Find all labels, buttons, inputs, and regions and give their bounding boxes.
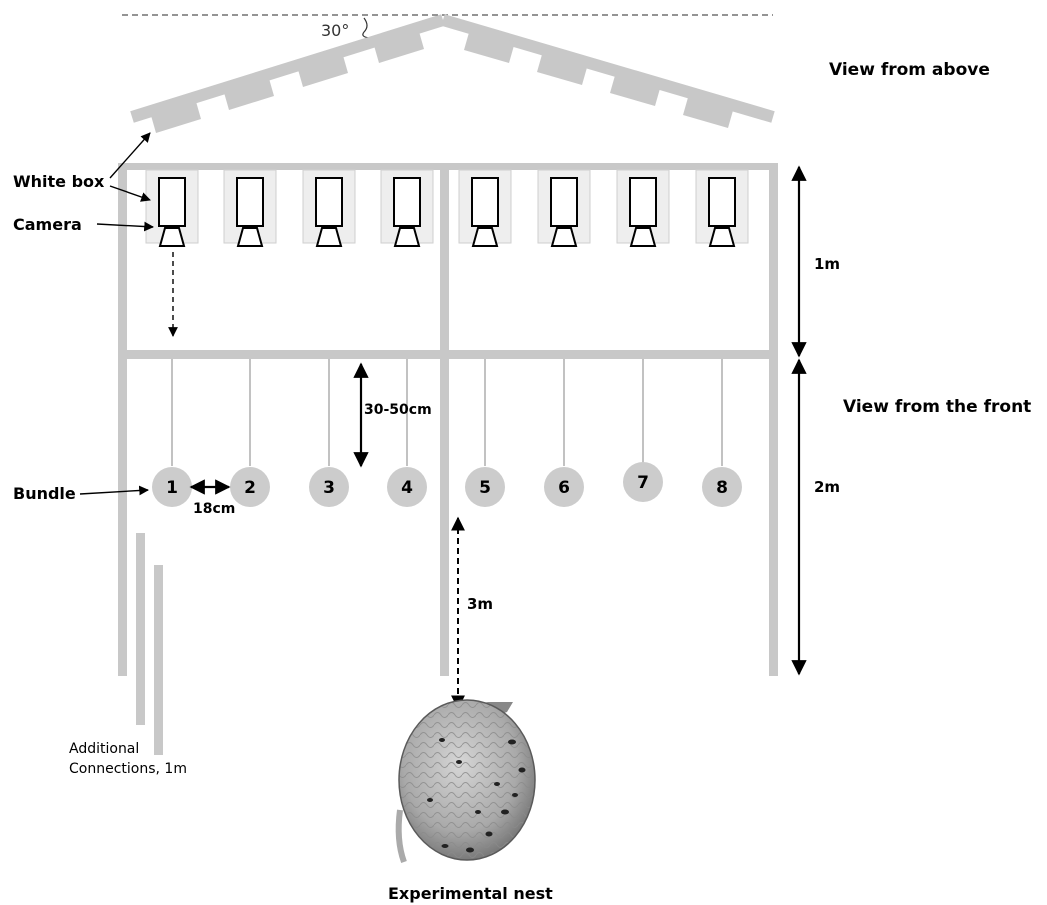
camera-lens-icon [710, 228, 734, 246]
bundle-pointer [80, 490, 148, 494]
camera-unit-2 [224, 170, 276, 246]
bundle-number-5: 5 [479, 478, 491, 498]
additional-label-line1: Additional [69, 741, 139, 757]
camera-body [472, 178, 498, 226]
bundle-number-8: 8 [716, 478, 728, 498]
view-above-label: View from above [829, 60, 990, 80]
nest-label: Experimental nest [388, 884, 553, 903]
bundle-number-6: 6 [558, 478, 570, 498]
camera-unit-4 [381, 170, 433, 246]
additional-label-line2: Connections, 1m [69, 761, 187, 777]
camera-unit-7 [617, 170, 669, 246]
bundle-number-3: 3 [323, 478, 335, 498]
angle-label: 30° [321, 21, 349, 40]
camera-unit-1 [146, 170, 198, 246]
angle-tilde [363, 18, 370, 38]
height-bottom-label: 2m [814, 478, 840, 496]
roof [132, 20, 773, 133]
bundle-number-1: 1 [166, 478, 178, 498]
camera-body [394, 178, 420, 226]
camera-unit-8 [696, 170, 748, 246]
nest-distance-label: 3m [467, 595, 493, 613]
bundle-number-7: 7 [637, 473, 649, 493]
camera-lens-icon [473, 228, 497, 246]
bundle-number-2: 2 [244, 478, 256, 498]
camera-body [551, 178, 577, 226]
bundle-number-4: 4 [401, 478, 413, 498]
camera-body [709, 178, 735, 226]
camera-lens-icon [317, 228, 341, 246]
white-box-label: White box [13, 172, 104, 191]
camera-lens-icon [631, 228, 655, 246]
camera-lens-icon [552, 228, 576, 246]
camera-lens-icon [160, 228, 184, 246]
height-top-label: 1m [814, 255, 840, 273]
camera-label: Camera [13, 215, 82, 234]
frame [118, 163, 778, 755]
camera-lens-icon [395, 228, 419, 246]
camera-unit-3 [303, 170, 355, 246]
experimental-nest-image [399, 700, 535, 862]
camera-unit-5 [459, 170, 511, 246]
camera-unit-6 [538, 170, 590, 246]
white-box-pointer-box [110, 186, 150, 200]
bundle-label: Bundle [13, 484, 76, 503]
white-box-pointer-roof [110, 133, 150, 178]
camera-body [630, 178, 656, 226]
camera-lens-icon [238, 228, 262, 246]
camera-body [159, 178, 185, 226]
camera-body [237, 178, 263, 226]
camera-body [316, 178, 342, 226]
view-front-label: View from the front [843, 397, 1031, 417]
spacing-label: 18cm [193, 501, 235, 517]
hang-length-label: 30-50cm [364, 402, 432, 418]
